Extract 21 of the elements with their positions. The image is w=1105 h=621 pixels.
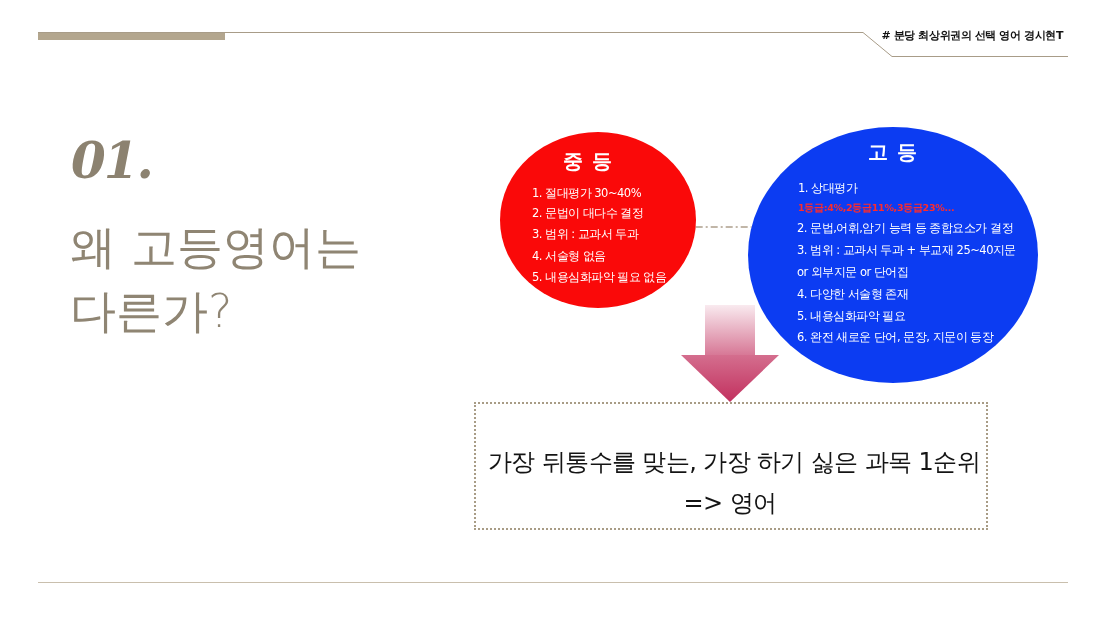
- list-item: 1. 상대평가: [798, 180, 858, 196]
- circle-heading: 고 등: [868, 139, 918, 165]
- header-tagline: # 분당 최상위권의 선택 영어 경시현T: [881, 29, 1063, 44]
- circle-heading: 중 등: [563, 148, 613, 174]
- list-item: 5. 내용심화파악 필요 없음: [532, 269, 667, 285]
- list-item: 4. 다양한 서술형 존재: [797, 286, 909, 302]
- list-item: 2. 문법이 대다수 결정: [532, 205, 644, 221]
- conclusion-box: [474, 402, 988, 530]
- list-item: 1. 절대평가 30~40%: [532, 185, 642, 201]
- list-item: 5. 내용심화파악 필요: [797, 308, 906, 324]
- slide-title: 왜 고등영어는 다른가?: [70, 219, 362, 340]
- block-arrow: [681, 305, 779, 402]
- section-number: 01.: [71, 131, 152, 191]
- list-item: 3. 범위 : 교과서 두과: [532, 226, 639, 242]
- conclusion-result: => 영어: [683, 488, 777, 518]
- list-item: 4. 서술형 없음: [532, 248, 606, 264]
- list-item: 2. 문법,어휘,암기 능력 등 종합요소가 결정: [797, 220, 1014, 236]
- list-item: 3. 범위 : 교과서 두과 + 부교재 25~40지문 or 외부지문 or 단어집: [797, 242, 1017, 281]
- list-item: 6. 완전 새로운 단어, 문장, 지문이 등장: [797, 329, 994, 345]
- conclusion-text: 가장 뒤통수를 맞는, 가장 하기 싫은 과목 1순위: [487, 447, 981, 477]
- grade-ratio-note: 1등급:4%,2등급11%,3등급23%...: [798, 202, 955, 214]
